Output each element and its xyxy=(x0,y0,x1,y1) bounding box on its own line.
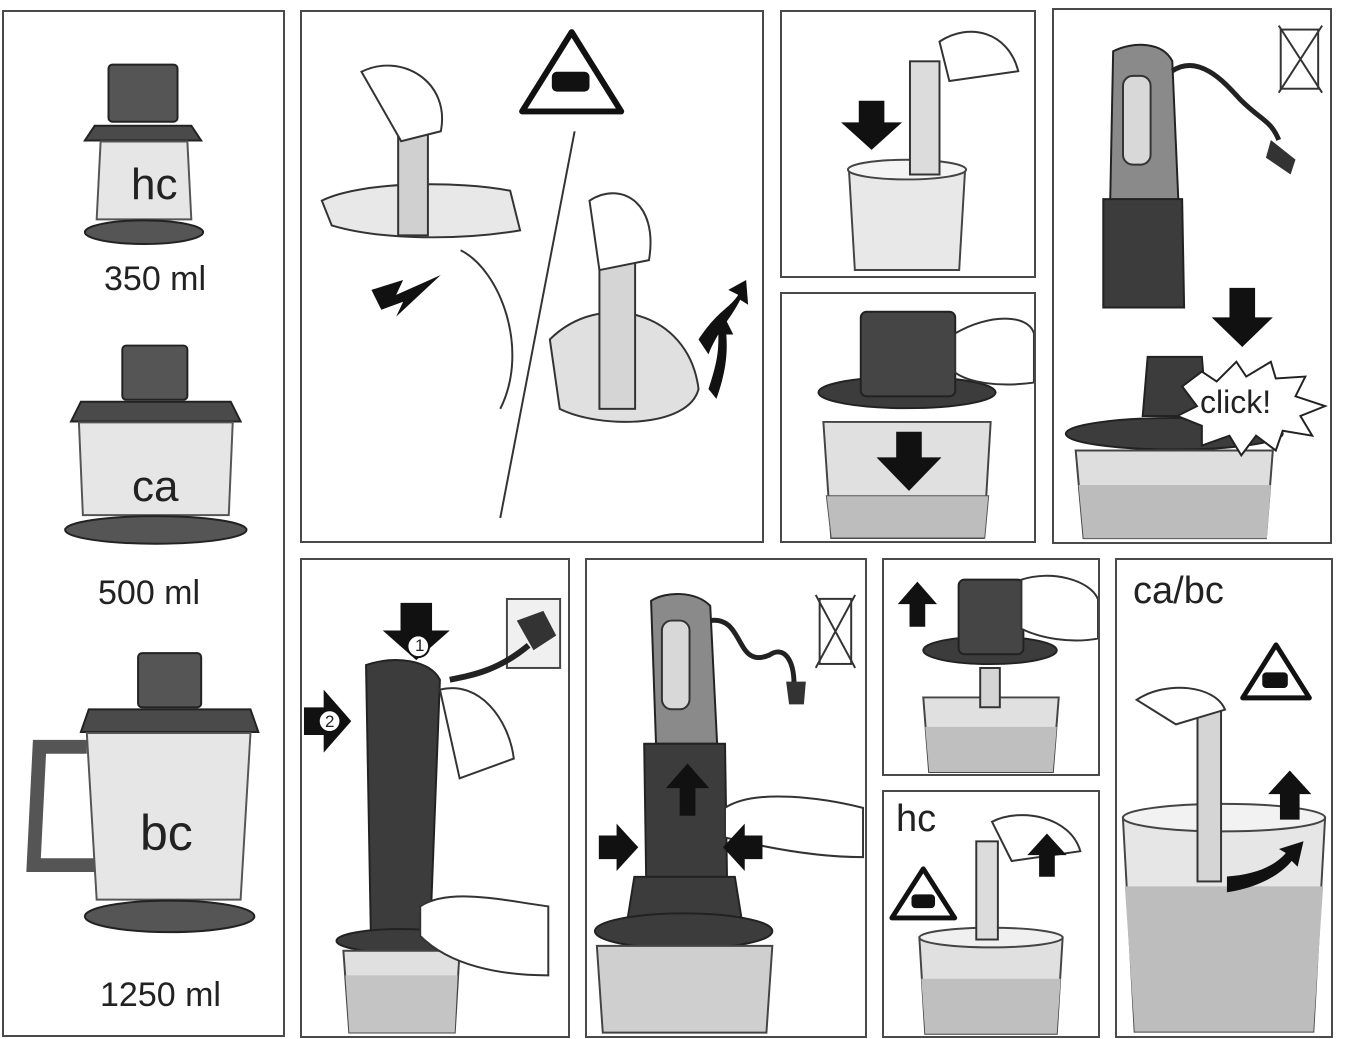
step-remove-blade-hc: hc xyxy=(882,790,1100,1038)
step-place-lid xyxy=(780,292,1036,543)
step-attach-motor: click! xyxy=(1052,8,1332,544)
step-insert-blade-illustration xyxy=(320,29,749,519)
press-right-arrow-icon xyxy=(723,823,763,871)
pull-arrow-icon xyxy=(371,275,441,317)
switch-2-number: 2 xyxy=(325,712,335,731)
step-remove-blade-cabc-illustration xyxy=(1121,642,1327,1033)
press-left-arrow-icon xyxy=(598,823,639,871)
step-lift-lid xyxy=(882,558,1100,776)
step-remove-motor-illustration xyxy=(593,592,865,1034)
size-code-ca: ca xyxy=(132,462,179,511)
click-burst-shape xyxy=(1174,360,1328,458)
switch-1-arrow-icon xyxy=(382,602,450,661)
step-place-blade-illustration xyxy=(841,30,1020,271)
lift-arrow-icon xyxy=(897,581,938,627)
click-label: click! xyxy=(1200,384,1272,420)
warning-blade-icon xyxy=(519,29,625,115)
step-attach-motor-illustration xyxy=(1064,25,1328,540)
rotate-arrow-icon xyxy=(1226,841,1304,893)
step-insert-blade xyxy=(300,10,764,543)
push-arrow-icon xyxy=(1211,287,1273,347)
push-arrow-icon xyxy=(841,100,903,150)
step-switch-on: 1 2 xyxy=(300,558,570,1038)
step-hc-label: hc xyxy=(896,798,937,840)
no-dishwasher-icon xyxy=(814,594,857,669)
size-code-bc: bc xyxy=(140,805,193,861)
step-remove-motor xyxy=(585,558,867,1038)
warning-blade-icon xyxy=(889,866,958,921)
sizes-panel: hc 350 ml ca 500 ml bc 1250 ml xyxy=(2,10,285,1037)
lift-arrow-icon xyxy=(665,763,710,816)
size-volume-hc: 350 ml xyxy=(104,260,207,298)
bc-bowl-image xyxy=(26,652,260,934)
size-volume-bc: 1250 ml xyxy=(100,976,221,1014)
step-switch-on-illustration xyxy=(303,598,562,1034)
step-cabc-label: ca/bc xyxy=(1133,570,1224,612)
warning-blade-icon xyxy=(1240,642,1312,701)
step-remove-blade-hc-illustration xyxy=(889,814,1082,1035)
step-place-blade xyxy=(780,10,1036,278)
no-dishwasher-icon xyxy=(1277,25,1323,94)
sizes-illustration xyxy=(26,63,260,934)
lift-arrow-icon xyxy=(1268,770,1312,820)
switch-1-number: 1 xyxy=(415,636,425,655)
size-code-hc: hc xyxy=(131,160,178,209)
step-remove-blade-cabc: ca/bc xyxy=(1115,558,1333,1038)
ca-bowl-image xyxy=(64,344,248,545)
step-place-lid-illustration xyxy=(817,310,1034,540)
step-lift-lid-illustration xyxy=(897,574,1098,774)
push-arrow-icon xyxy=(876,431,942,491)
hc-bowl-image xyxy=(82,63,205,245)
size-volume-ca: 500 ml xyxy=(98,574,201,612)
